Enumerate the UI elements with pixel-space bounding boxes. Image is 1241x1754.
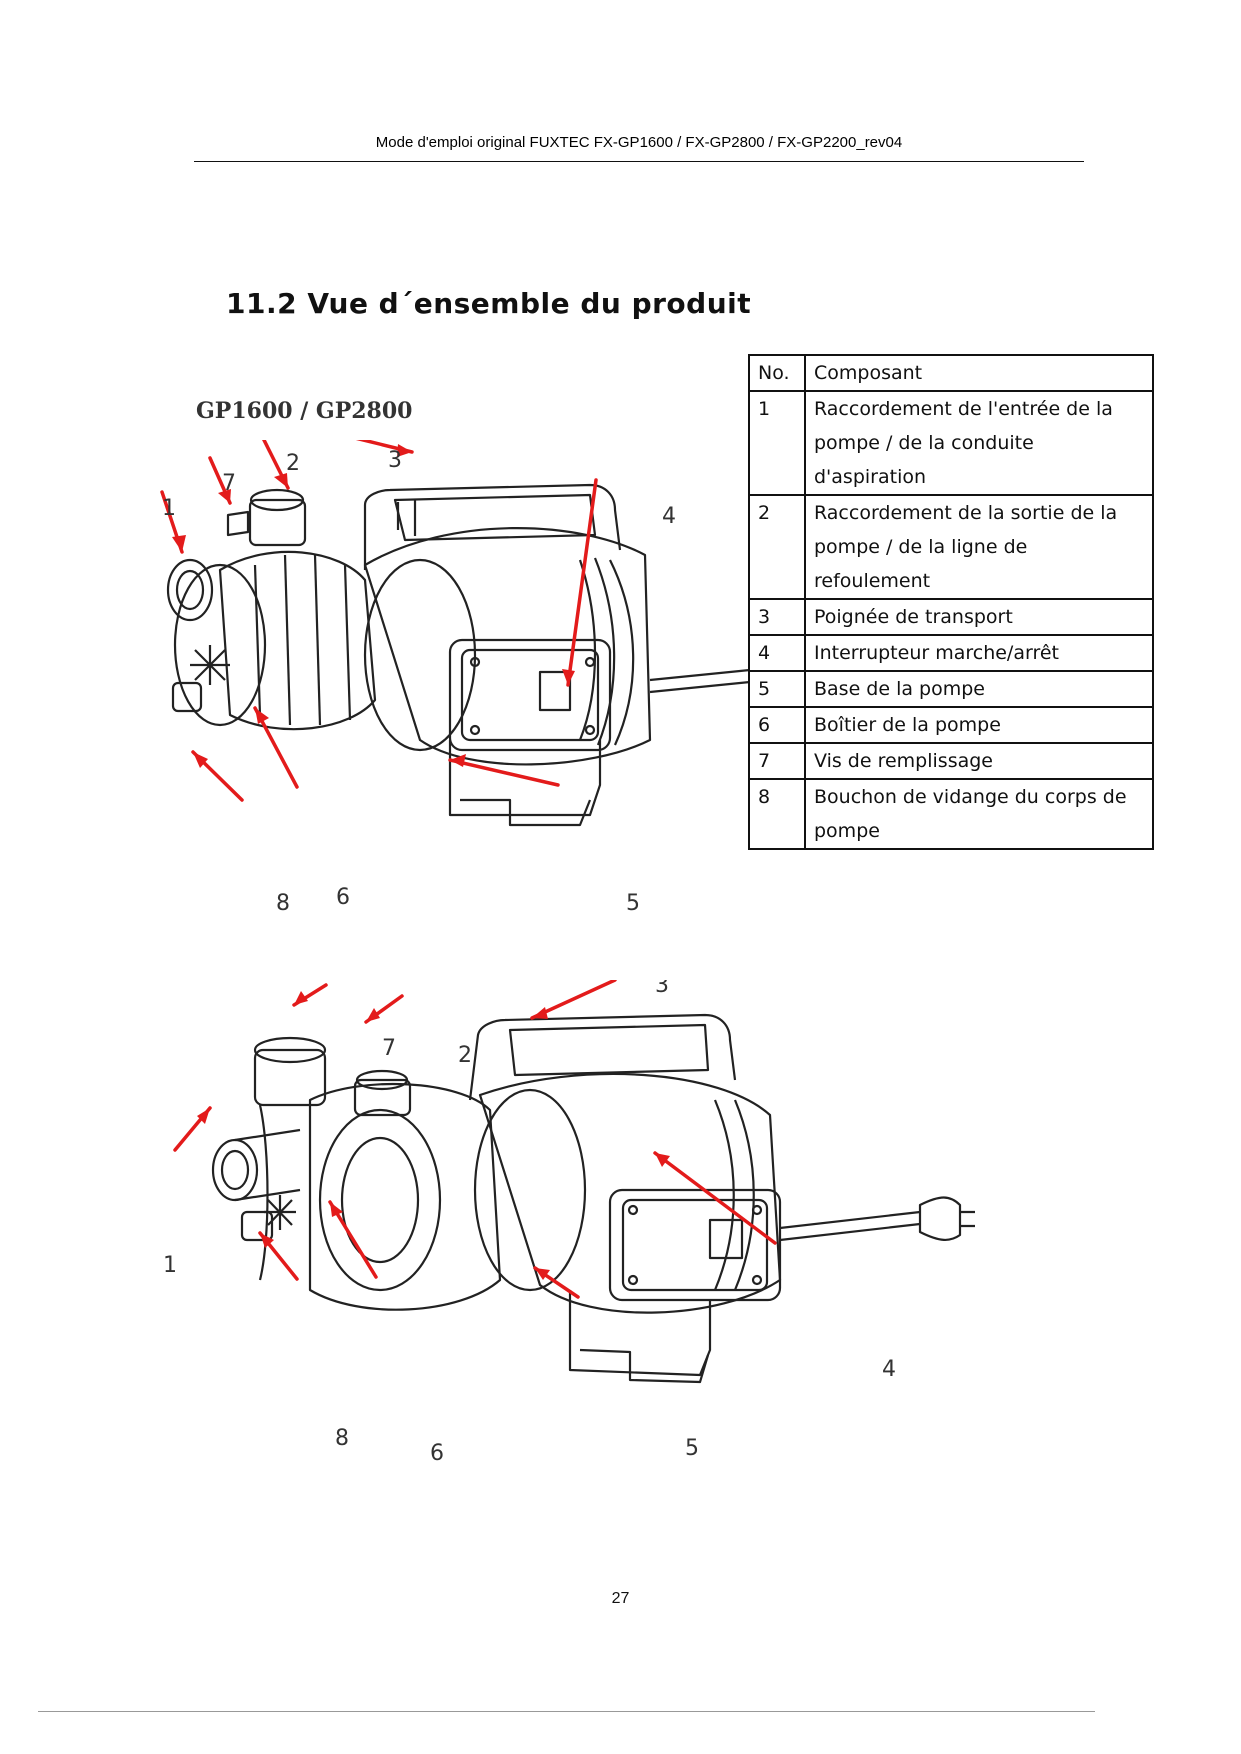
header-component: Composant [804, 354, 1154, 392]
model-label: GP1600 / GP2800 [196, 398, 413, 424]
part-no: 1 [748, 390, 806, 496]
part-no: 6 [748, 706, 806, 744]
table-row: 1 Raccordement de l'entrée de la pompe /… [748, 390, 1154, 496]
callout-6b: 6 [430, 1441, 444, 1466]
callout-7b: 7 [382, 1036, 396, 1061]
callout-5: 5 [626, 891, 640, 916]
part-no: 8 [748, 778, 806, 850]
parts-table: No. Composant 1 Raccordement de l'entrée… [748, 354, 1154, 850]
callout-7: 7 [222, 471, 236, 496]
page-number: 27 [611, 1590, 630, 1607]
part-component: Vis de remplissage [804, 742, 1154, 780]
callout-3: 3 [388, 448, 402, 473]
pump-drawing-1: 1 2 3 4 5 6 7 8 [160, 440, 750, 916]
part-component: Bouchon de vidange du corps de pompe [804, 778, 1154, 850]
table-row: 8 Bouchon de vidange du corps de pompe [748, 778, 1154, 850]
header-no: No. [748, 354, 806, 392]
callout-4: 4 [662, 504, 676, 529]
table-header-row: No. Composant [748, 354, 1154, 392]
callout-1b: 1 [163, 1253, 177, 1278]
table-row: 5 Base de la pompe [748, 670, 1154, 708]
table-row: 4 Interrupteur marche/arrêt [748, 634, 1154, 672]
part-component: Base de la pompe [804, 670, 1154, 708]
section-title: 11.2 Vue d´ensemble du produit [226, 287, 752, 320]
part-no: 2 [748, 494, 806, 600]
pump-diagram-gp2200: 1 2 3 4 5 6 7 8 [160, 980, 1020, 1500]
table-row: 3 Poignée de transport [748, 598, 1154, 636]
part-no: 5 [748, 670, 806, 708]
callout-4b: 4 [882, 1357, 896, 1382]
callout-5b: 5 [685, 1436, 699, 1461]
part-component: Interrupteur marche/arrêt [804, 634, 1154, 672]
footer-divider [38, 1711, 1095, 1712]
callout-8: 8 [276, 891, 290, 916]
table-row: 7 Vis de remplissage [748, 742, 1154, 780]
pump-diagram-gp1600: 1 2 3 4 5 6 7 8 [150, 440, 750, 940]
part-component: Raccordement de l'entrée de la pompe / d… [804, 390, 1154, 496]
running-header: Mode d'emploi original FUXTEC FX-GP1600 … [375, 134, 903, 151]
part-no: 3 [748, 598, 806, 636]
header-divider [194, 161, 1084, 162]
callout-3b: 3 [655, 980, 669, 998]
part-component: Raccordement de la sortie de la pompe / … [804, 494, 1154, 600]
callout-6: 6 [336, 885, 350, 910]
part-component: Poignée de transport [804, 598, 1154, 636]
pump-drawing-2: 1 2 3 4 5 6 7 8 [163, 980, 975, 1466]
table-row: 2 Raccordement de la sortie de la pompe … [748, 494, 1154, 600]
callout-2b: 2 [458, 1043, 472, 1068]
part-no: 4 [748, 634, 806, 672]
callout-2: 2 [286, 451, 300, 476]
table-row: 6 Boîtier de la pompe [748, 706, 1154, 744]
callout-1: 1 [162, 496, 176, 521]
callout-8b: 8 [335, 1426, 349, 1451]
part-component: Boîtier de la pompe [804, 706, 1154, 744]
part-no: 7 [748, 742, 806, 780]
